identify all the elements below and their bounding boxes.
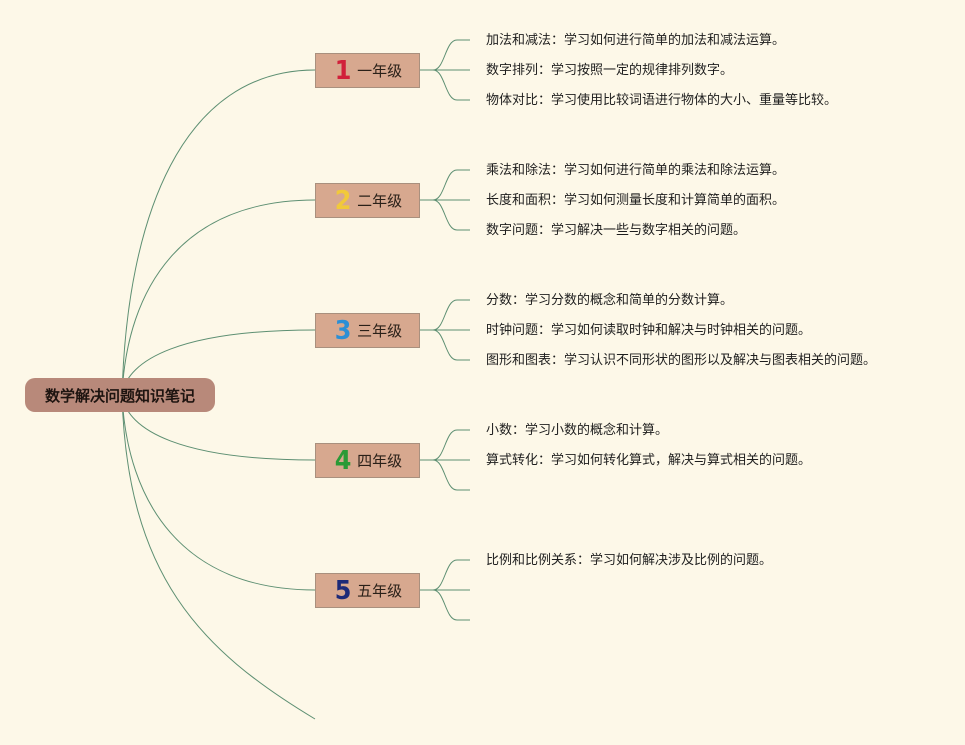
grade-number: 5 <box>334 575 352 606</box>
grade-node-5[interactable]: 5 五年级 <box>315 573 420 608</box>
grade-node-4[interactable]: 4 四年级 <box>315 443 420 478</box>
grade-label: 二年级 <box>357 192 403 210</box>
topic-4-2[interactable]: 算式转化：学习如何转化算式，解决与算式相关的问题。 <box>484 452 814 470</box>
topic-connector <box>420 329 470 361</box>
branch-line <box>121 394 316 720</box>
grade-node-2[interactable]: 2 二年级 <box>315 183 420 218</box>
topic-connector <box>420 69 470 101</box>
grade-label: 四年级 <box>357 452 403 470</box>
root-topic[interactable]: 数学解决问题知识笔记 <box>25 378 215 412</box>
grade-number: 2 <box>334 185 352 216</box>
topic-connector <box>420 299 470 331</box>
topic-1-2[interactable]: 数字排列：学习按照一定的规律排列数字。 <box>484 62 736 80</box>
topic-2-1[interactable]: 乘法和除法：学习如何进行简单的乘法和除法运算。 <box>484 162 788 180</box>
topic-connector <box>420 39 470 71</box>
grade-label: 一年级 <box>357 62 403 80</box>
topic-4-1[interactable]: 小数：学习小数的概念和计算。 <box>484 422 671 440</box>
topic-3-2[interactable]: 时钟问题：学习如何读取时钟和解决与时钟相关的问题。 <box>484 322 814 340</box>
grade-number: 3 <box>334 315 352 346</box>
topic-connector <box>420 559 470 591</box>
topic-connector <box>420 589 470 621</box>
grade-label: 三年级 <box>357 322 403 340</box>
grade-number: 4 <box>334 445 352 476</box>
topic-connector <box>420 429 470 461</box>
topic-2-3[interactable]: 数字问题：学习解决一些与数字相关的问题。 <box>484 222 749 240</box>
topic-3-3[interactable]: 图形和图表：学习认识不同形状的图形以及解决与图表相关的问题。 <box>484 352 879 370</box>
topic-connector <box>420 169 470 201</box>
branch-line <box>121 69 316 396</box>
topic-5-1[interactable]: 比例和比例关系：学习如何解决涉及比例的问题。 <box>484 552 775 570</box>
grade-node-3[interactable]: 3 三年级 <box>315 313 420 348</box>
root-title: 数学解决问题知识笔记 <box>44 386 195 405</box>
topic-1-3[interactable]: 物体对比：学习使用比较词语进行物体的大小、重量等比较。 <box>484 92 840 110</box>
branch-line <box>121 394 316 591</box>
topic-connector <box>420 199 470 231</box>
grade-label: 五年级 <box>357 582 403 600</box>
topic-1-1[interactable]: 加法和减法：学习如何进行简单的加法和减法运算。 <box>484 32 788 50</box>
branch-line <box>121 199 316 396</box>
grade-number: 1 <box>334 55 352 86</box>
grade-node-1[interactable]: 1 一年级 <box>315 53 420 88</box>
topic-connector <box>420 459 470 491</box>
topic-2-2[interactable]: 长度和面积：学习如何测量长度和计算简单的面积。 <box>484 192 788 210</box>
topic-3-1[interactable]: 分数：学习分数的概念和简单的分数计算。 <box>484 292 736 310</box>
